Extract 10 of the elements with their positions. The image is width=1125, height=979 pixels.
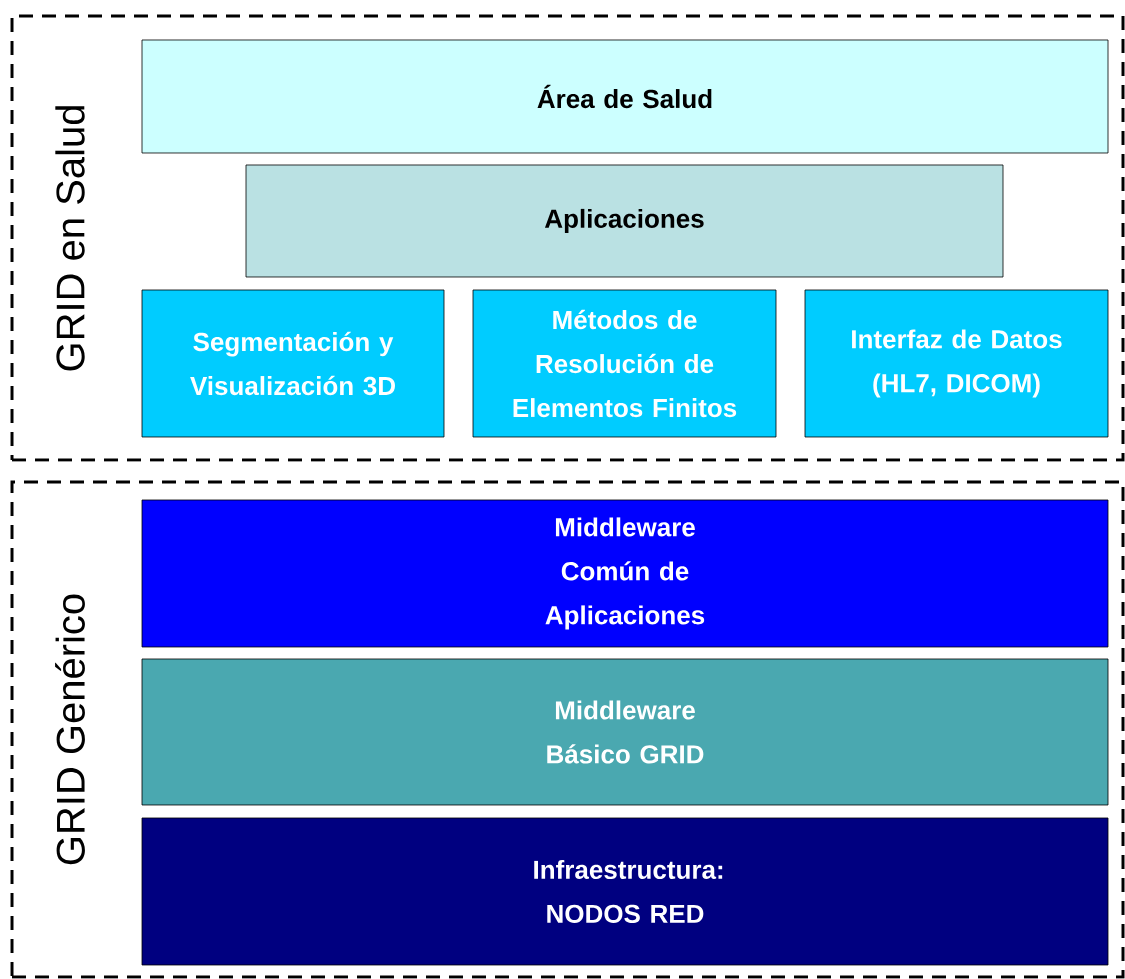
group-heading: GRID Genérico [55, 594, 85, 865]
layer-box: Interfaz de Datos (HL7, DICOM) [804, 289, 1109, 438]
layer-box: Middleware Básico GRID [141, 658, 1109, 806]
layer-box: Área de Salud [141, 39, 1109, 154]
group-heading: GRID en Salud [55, 106, 85, 371]
layer-box: Infraestructura: NODOS RED [141, 817, 1109, 966]
layer-box: Métodos de Resolución de Elementos Finitos [472, 289, 777, 438]
layer-box: Aplicaciones [245, 164, 1004, 278]
layer-box: Segmentación y Visualización 3D [141, 289, 445, 438]
layer-box: Middleware Común de Aplicaciones [141, 499, 1109, 648]
